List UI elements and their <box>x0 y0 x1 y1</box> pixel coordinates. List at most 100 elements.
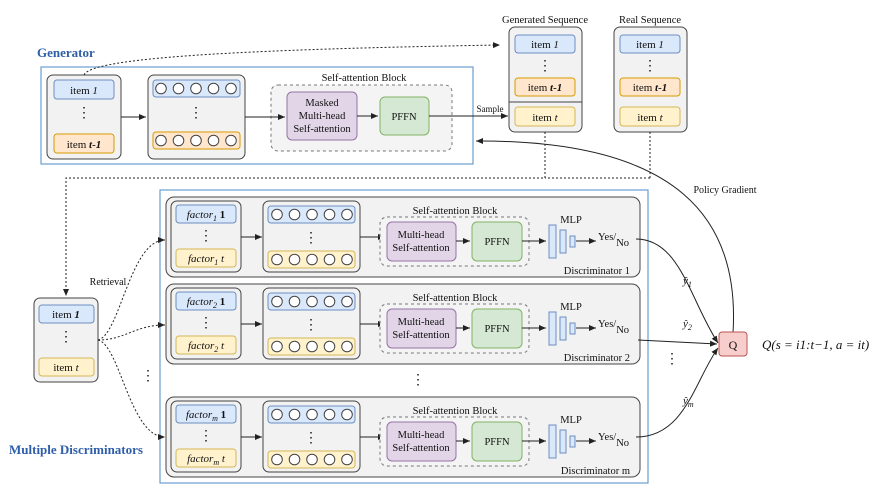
yes-no-label: Yes/No <box>598 432 629 449</box>
mlp-layer <box>569 235 576 248</box>
masked-label-3: Self-attention <box>293 124 351 135</box>
embedding-circle <box>271 453 283 466</box>
dotted-arrow <box>97 322 166 341</box>
mlp-layer <box>559 429 567 454</box>
discriminator-name: Discriminator 2 <box>564 353 630 364</box>
discriminator-2: factor2 1⋮factor2 t⋮Self-attention Block… <box>165 283 641 365</box>
input-item-first-label: item 1 <box>52 309 80 321</box>
ellipsis: ⋮ <box>59 330 73 345</box>
input-item-last-label: item t <box>53 362 79 374</box>
masked-label-1: Masked <box>305 98 339 109</box>
factor-last-label: factor2 t <box>188 340 225 354</box>
generator-item-first-label: item 1 <box>70 85 98 97</box>
multi-head-box <box>386 308 457 349</box>
generated-item-t1 <box>514 77 576 97</box>
y-hat-3: ŷm <box>682 395 694 409</box>
generated-item-1 <box>514 34 576 54</box>
generator-item-first <box>53 79 115 100</box>
real-item-t-label: item t <box>637 112 663 124</box>
ellipsis: ⋮ <box>199 316 213 331</box>
factor-last <box>175 335 237 355</box>
dotted-arrow <box>97 339 166 440</box>
embedding-circle <box>306 453 318 466</box>
embedding-circles <box>155 82 237 95</box>
dotted-arrow <box>83 42 501 76</box>
y-hat-1: ŷ1 <box>682 275 692 289</box>
ellipsis: ⋮ <box>665 352 679 367</box>
discriminators-frame <box>159 189 649 484</box>
yes-no-label: Yes/No <box>598 319 629 336</box>
multi-head-label-1: Multi-head <box>398 430 445 441</box>
masked-label-2: Multi-head <box>299 111 346 122</box>
ellipsis: ⋮ <box>199 429 213 444</box>
mlp-layer <box>548 424 557 459</box>
generated-item-t <box>514 106 576 127</box>
embedding-circle <box>207 82 220 95</box>
embedding-circle <box>323 253 336 266</box>
sample-label: Sample <box>477 104 504 114</box>
embedding-circle <box>306 253 318 266</box>
mlp-layer <box>569 322 576 335</box>
retrieval-label: Retrieval <box>90 277 127 288</box>
discriminator-pffn-label: PFFN <box>484 324 510 335</box>
discriminator-1: factor1 1⋮factor1 t⋮Self-attention Block… <box>165 196 641 278</box>
embedding-circle <box>271 253 283 266</box>
output-arrow <box>635 347 719 438</box>
embedding-circle <box>190 134 202 147</box>
discriminator-name: Discriminator 1 <box>564 266 630 277</box>
factor-last <box>175 448 237 468</box>
embedding-circle <box>225 82 237 95</box>
real-item-1-label: item 1 <box>636 39 664 51</box>
real-item-1 <box>619 34 681 54</box>
generator-item-last-label: item t-1 <box>67 139 102 151</box>
embedding-circle <box>341 208 353 221</box>
ellipsis: ⋮ <box>304 231 318 246</box>
real-item-t <box>619 106 681 127</box>
embedding-circle <box>288 295 301 308</box>
input-item-first <box>38 304 95 324</box>
embedding-circle <box>155 82 167 95</box>
multi-head-label-2: Self-attention <box>392 330 450 341</box>
embedding-circle <box>288 340 301 353</box>
multi-head-box <box>386 421 457 462</box>
embedding-circle <box>288 253 301 266</box>
q-formula: Q(s = i1:t−1, a = it) <box>762 337 869 352</box>
embedding-circle <box>323 453 336 466</box>
ellipsis: ⋮ <box>199 229 213 244</box>
embedding-circle <box>341 295 353 308</box>
embedding-circle <box>306 408 318 421</box>
embedding-circle <box>341 453 353 466</box>
embedding-circle <box>155 134 167 147</box>
discriminator-block-title: Self-attention Block <box>413 206 499 217</box>
ellipsis: ⋮ <box>304 431 318 446</box>
real-item-t1-label: item t-1 <box>633 82 668 94</box>
multi-head-label-1: Multi-head <box>398 230 445 241</box>
factor-first-label: factor2 1 <box>187 296 226 310</box>
ellipsis: ⋮ <box>77 106 91 121</box>
ellipsis: ⋮ <box>643 59 657 74</box>
policy-gradient-label: Policy Gradient <box>693 185 756 196</box>
mlp-layer <box>559 229 567 254</box>
factor-last-label: factor1 t <box>188 253 225 267</box>
generator-pffn-label: PFFN <box>391 112 417 123</box>
embedding-circle <box>207 134 220 147</box>
embedding-circle <box>225 134 237 147</box>
mlp-label: MLP <box>560 415 582 426</box>
output-arrow <box>637 339 718 347</box>
discriminator-3: factorm 1⋮factorm t⋮Self-attention Block… <box>165 396 641 478</box>
discriminator-block-title: Self-attention Block <box>413 293 499 304</box>
multi-head-label-1: Multi-head <box>398 317 445 328</box>
mlp-layer <box>548 311 557 346</box>
multi-head-label-2: Self-attention <box>392 443 450 454</box>
factor-first <box>175 291 237 311</box>
ellipsis: ⋮ <box>538 59 552 74</box>
input-item-last <box>38 357 95 377</box>
discriminator-block-title: Self-attention Block <box>413 406 499 417</box>
generator-title: Generator <box>37 45 95 60</box>
dotted-arrow <box>63 132 546 296</box>
embedding-circle <box>323 208 336 221</box>
output-arrow <box>635 238 719 344</box>
embedding-circle <box>172 82 185 95</box>
